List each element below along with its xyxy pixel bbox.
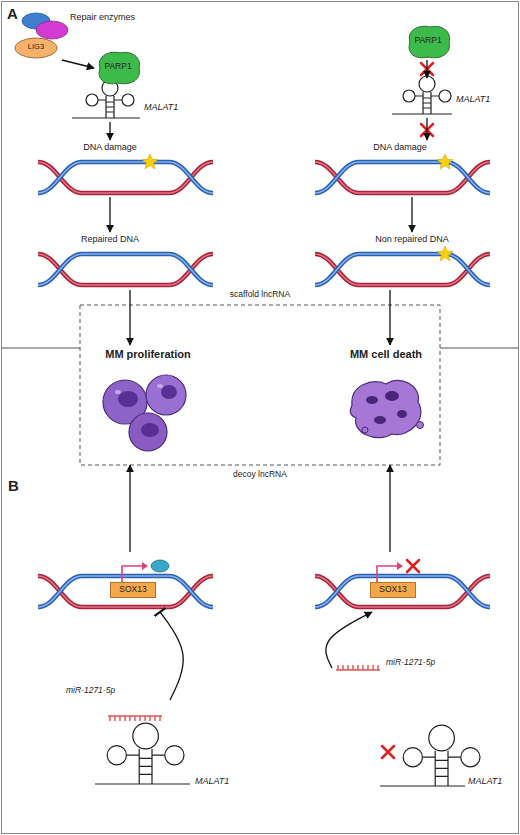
block-mark [421,63,433,75]
dna-state: Non repaired DNA [360,234,464,244]
block-mark [382,746,394,758]
arrow-connector [426,60,427,78]
dna-helix [315,254,490,285]
gene-name: MALAT1 [468,776,508,786]
protein-name: PARP1 [94,62,142,72]
malat1-hairpin [86,80,134,118]
dna-helix [38,254,213,285]
gene-node: SOX13 [38,552,213,612]
arrow-connector [129,290,130,345]
arrow-connector [389,465,390,552]
inhibition-connector [160,612,183,700]
mirna-name: miR-1271-5p [386,658,456,668]
dna-node: Repaired DNA [38,232,213,290]
damage-star [437,246,453,261]
lncrna-node: MALAT1 [392,78,492,118]
panel-letter: A [7,5,27,22]
mirna-name: miR-1271-5p [66,686,142,696]
transcription-arrowhead [142,562,148,570]
enzyme-name: LIG3 [15,43,57,52]
arrow-connector [426,118,427,140]
gene-name: MALAT1 [195,776,239,786]
dna-node: Non repaired DNA [315,232,490,290]
mirna-strand [336,665,380,670]
rna-strand [95,783,190,784]
dna-node: DNA damage [315,140,490,197]
damage-star [437,154,453,169]
enzyme-label: Repair enzymes [70,12,144,22]
outcome-node: MM cell death [330,345,442,465]
transcription-arrow [122,566,142,582]
dna-node: DNA damage [38,140,213,197]
outcome-label: MM proliferation [92,348,204,361]
dna-helix [315,162,490,193]
lncrna-node: MALAT1 [95,718,245,790]
dna-state: DNA damage [358,142,442,152]
enzyme-shape [15,38,57,58]
outcome-node: MM proliferation [92,345,204,465]
block-mark [407,560,419,572]
dying-cell [350,380,423,437]
arrow-connector [129,465,130,552]
panel-letter: B [8,477,28,494]
dna-helix [38,162,213,193]
outcome-frame [80,305,440,465]
gene-name: MALAT1 [144,102,186,112]
arrow-connector [109,197,110,232]
enzyme-shape [36,21,68,39]
malat1-hairpin [403,76,451,114]
gene-box: SOX13 [110,582,156,598]
damage-star [142,154,158,169]
panel-divider [2,348,519,349]
block-mark [421,124,433,136]
dna-state: Repaired DNA [68,234,152,244]
proliferating-cells [103,375,186,451]
rna-strand [392,113,452,114]
outcome-label: MM cell death [330,348,442,361]
protein-blob: PARP1 [404,24,452,60]
transcription-arrow [377,566,397,582]
annotation: decoy lncRNA [195,470,325,480]
protein-name: PARP1 [404,36,452,46]
transcription-arrowhead [397,562,403,570]
dna-helix [38,576,213,607]
lncrna-node: MALAT1 [378,718,508,790]
dna-state: DNA damage [68,142,152,152]
mirna-strand [108,716,162,721]
protein-blob: PARP1 [94,50,142,86]
gene-box: SOX13 [370,582,416,598]
gene-node: SOX13 [315,552,490,612]
arrow-connector [326,612,372,668]
dna-helix [315,576,490,607]
arrow-connector [411,197,412,232]
annotation: scaffold lncRNA [195,290,325,300]
lncrna-node: MALAT1 [72,84,180,122]
arrow-connector [62,60,94,68]
arrow-connector [389,290,390,345]
malat1-hairpin [107,723,184,784]
rna-strand [380,785,465,786]
mirna-node: miR-1271-5p [66,686,170,714]
arrow-connector [109,122,110,140]
sox13-protein [151,560,169,572]
gene-name: MALAT1 [456,94,498,104]
mirna-node: miR-1271-5p [332,656,452,680]
